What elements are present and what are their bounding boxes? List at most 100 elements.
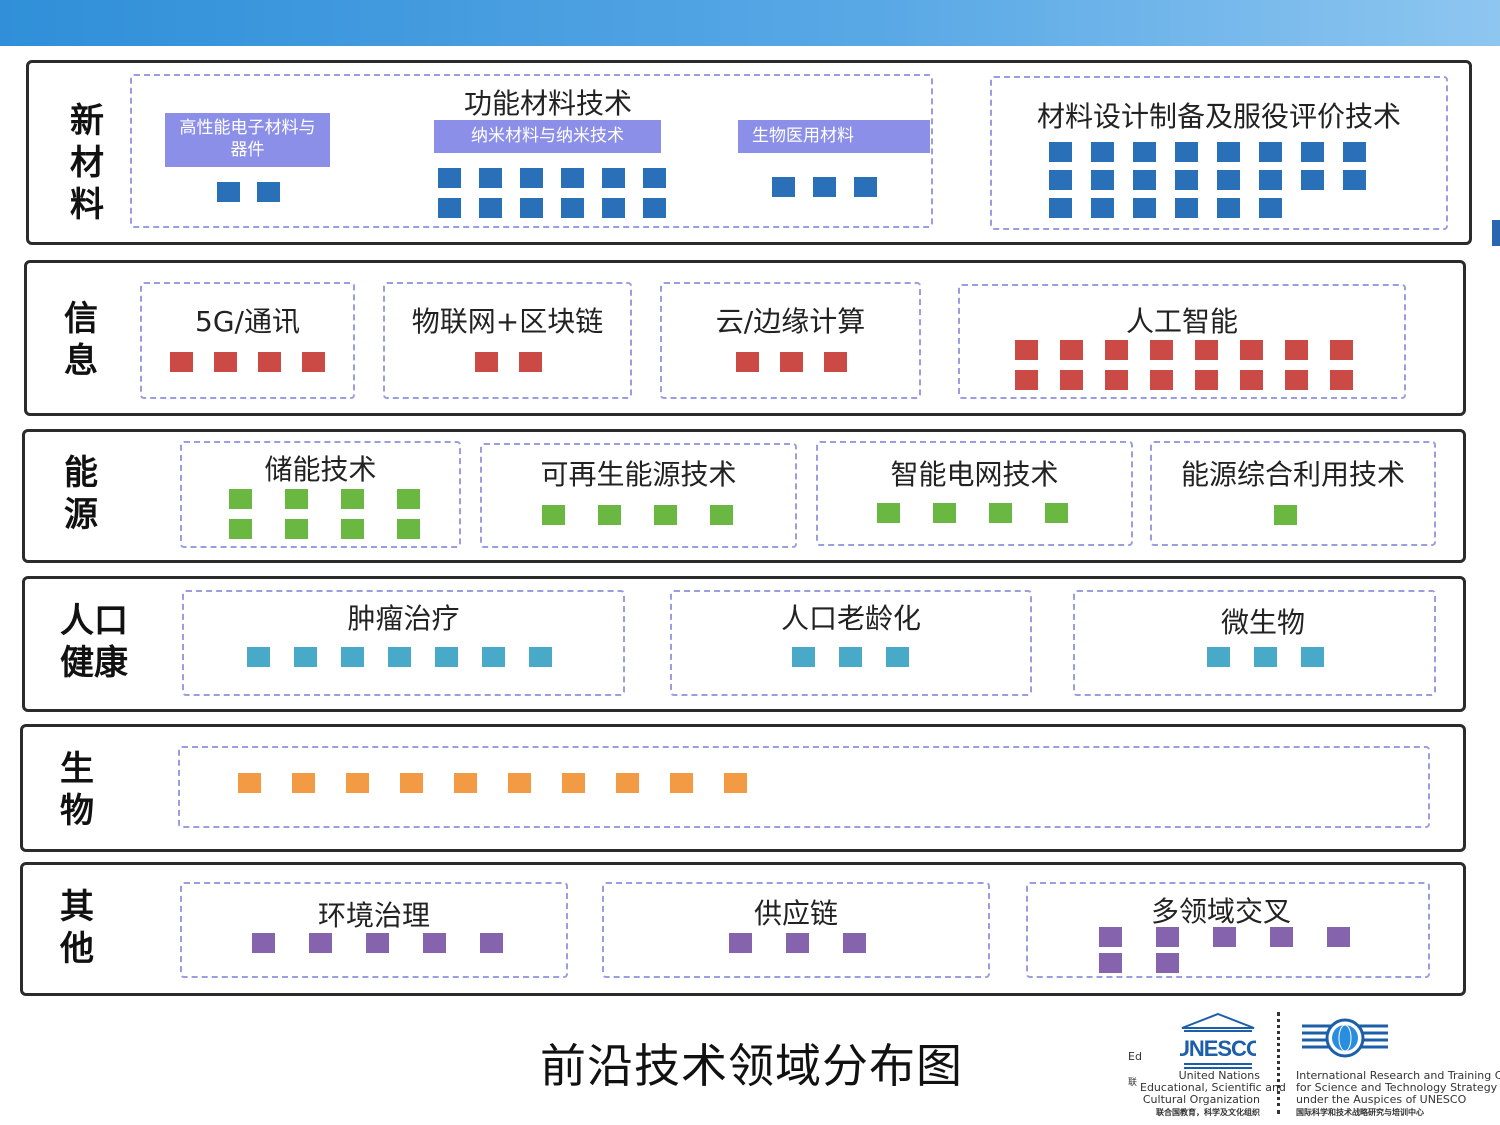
area-environment bbox=[180, 882, 568, 978]
marker-environment bbox=[252, 933, 275, 953]
area-cross-label: 多领域交叉 bbox=[1150, 895, 1291, 928]
area-microbe-label: 微生物 bbox=[1220, 606, 1305, 639]
marker-nano bbox=[602, 198, 625, 218]
logo-divider bbox=[1277, 1012, 1280, 1114]
marker-ai bbox=[1330, 370, 1353, 390]
marker-design bbox=[1259, 170, 1282, 190]
marker-cross bbox=[1099, 953, 1122, 973]
marker-ai bbox=[1060, 370, 1083, 390]
marker-tumor bbox=[247, 647, 270, 667]
marker-ai bbox=[1060, 340, 1083, 360]
area-integrated-label: 能源综合利用技术 bbox=[1180, 458, 1405, 491]
marker-environment bbox=[309, 933, 332, 953]
area-biomed-label: 生物医用材料 bbox=[738, 120, 930, 153]
marker-nano bbox=[520, 168, 543, 188]
marker-high-perf bbox=[217, 182, 240, 202]
diagram-caption: 前沿技术领域分布图 bbox=[540, 1039, 963, 1093]
marker-design bbox=[1091, 142, 1114, 162]
marker-design bbox=[1259, 198, 1282, 218]
marker-nano bbox=[520, 198, 543, 218]
marker-ai bbox=[1330, 340, 1353, 360]
area-storage-label: 储能技术 bbox=[264, 453, 377, 486]
marker-biomed bbox=[854, 177, 877, 197]
marker-grid bbox=[989, 503, 1012, 523]
marker-g5 bbox=[258, 352, 281, 372]
marker-tumor bbox=[341, 647, 364, 667]
marker-grid bbox=[933, 503, 956, 523]
marker-g5 bbox=[170, 352, 193, 372]
marker-storage bbox=[229, 519, 252, 539]
marker-bio bbox=[400, 773, 423, 793]
area-tumor bbox=[182, 590, 625, 696]
area-tumor-label: 肿瘤治疗 bbox=[347, 602, 460, 635]
fragment-lian: 联 bbox=[1128, 1078, 1138, 1088]
marker-aging bbox=[792, 647, 815, 667]
marker-design bbox=[1301, 170, 1324, 190]
marker-tumor bbox=[388, 647, 411, 667]
marker-g5 bbox=[214, 352, 237, 372]
marker-cross bbox=[1213, 927, 1236, 947]
category-materials: 新材料 bbox=[70, 101, 104, 225]
marker-storage bbox=[397, 489, 420, 509]
marker-environment bbox=[423, 933, 446, 953]
marker-ai bbox=[1105, 340, 1128, 360]
center-line-1: International Research and Training Cent… bbox=[1296, 1069, 1500, 1082]
marker-iot bbox=[519, 352, 542, 372]
marker-design bbox=[1175, 198, 1198, 218]
marker-grid bbox=[1045, 503, 1068, 523]
center-cn: 国际科学和技术战略研究与培训中心 bbox=[1296, 1108, 1424, 1117]
band-info bbox=[24, 260, 1466, 416]
area-5g bbox=[140, 282, 355, 399]
category-bio: 生物 bbox=[60, 749, 94, 831]
unesco-wordmark: UNESCO bbox=[1180, 1036, 1256, 1061]
marker-nano bbox=[438, 198, 461, 218]
center-line-3: under the Auspices of UNESCO bbox=[1296, 1093, 1467, 1106]
marker-ai bbox=[1150, 370, 1173, 390]
marker-supply bbox=[843, 933, 866, 953]
marker-renewable bbox=[654, 505, 677, 525]
marker-renewable bbox=[542, 505, 565, 525]
marker-ai bbox=[1240, 370, 1263, 390]
unesco-line-2: Educational, Scientific and bbox=[1140, 1081, 1286, 1094]
marker-nano bbox=[602, 168, 625, 188]
area-cloud-label: 云/边缘计算 bbox=[715, 305, 866, 338]
marker-nano bbox=[561, 168, 584, 188]
area-ai-label: 人工智能 bbox=[1125, 305, 1238, 338]
marker-ai bbox=[1285, 370, 1308, 390]
marker-renewable bbox=[598, 505, 621, 525]
marker-environment bbox=[366, 933, 389, 953]
marker-grid bbox=[877, 503, 900, 523]
marker-renewable bbox=[710, 505, 733, 525]
marker-high-perf bbox=[257, 182, 280, 202]
marker-ai bbox=[1285, 340, 1308, 360]
marker-cross bbox=[1156, 953, 1179, 973]
marker-bio bbox=[454, 773, 477, 793]
marker-design bbox=[1343, 142, 1366, 162]
marker-ai bbox=[1240, 340, 1263, 360]
area-storage bbox=[180, 441, 461, 548]
marker-design bbox=[1133, 170, 1156, 190]
area-cross bbox=[1026, 882, 1430, 978]
marker-ai bbox=[1105, 370, 1128, 390]
marker-bio bbox=[724, 773, 747, 793]
marker-design bbox=[1217, 142, 1240, 162]
marker-nano bbox=[561, 198, 584, 218]
marker-aging bbox=[886, 647, 909, 667]
marker-design bbox=[1175, 142, 1198, 162]
marker-nano bbox=[479, 168, 502, 188]
marker-supply bbox=[786, 933, 809, 953]
header-bar bbox=[0, 0, 1500, 46]
marker-tumor bbox=[294, 647, 317, 667]
marker-design bbox=[1049, 142, 1072, 162]
unesco-line-3: Cultural Organization bbox=[1142, 1093, 1260, 1106]
area-microbe bbox=[1073, 590, 1436, 696]
area-aging bbox=[670, 590, 1032, 696]
area-iot-label: 物联网+区块链 bbox=[411, 305, 604, 338]
marker-storage bbox=[285, 489, 308, 509]
marker-integrated bbox=[1274, 505, 1297, 525]
marker-ai bbox=[1015, 370, 1038, 390]
area-environment-label: 环境治理 bbox=[317, 899, 430, 932]
marker-iot bbox=[475, 352, 498, 372]
area-cloud bbox=[660, 282, 921, 399]
area-nano-label: 纳米材料与纳米技术 bbox=[434, 120, 661, 153]
